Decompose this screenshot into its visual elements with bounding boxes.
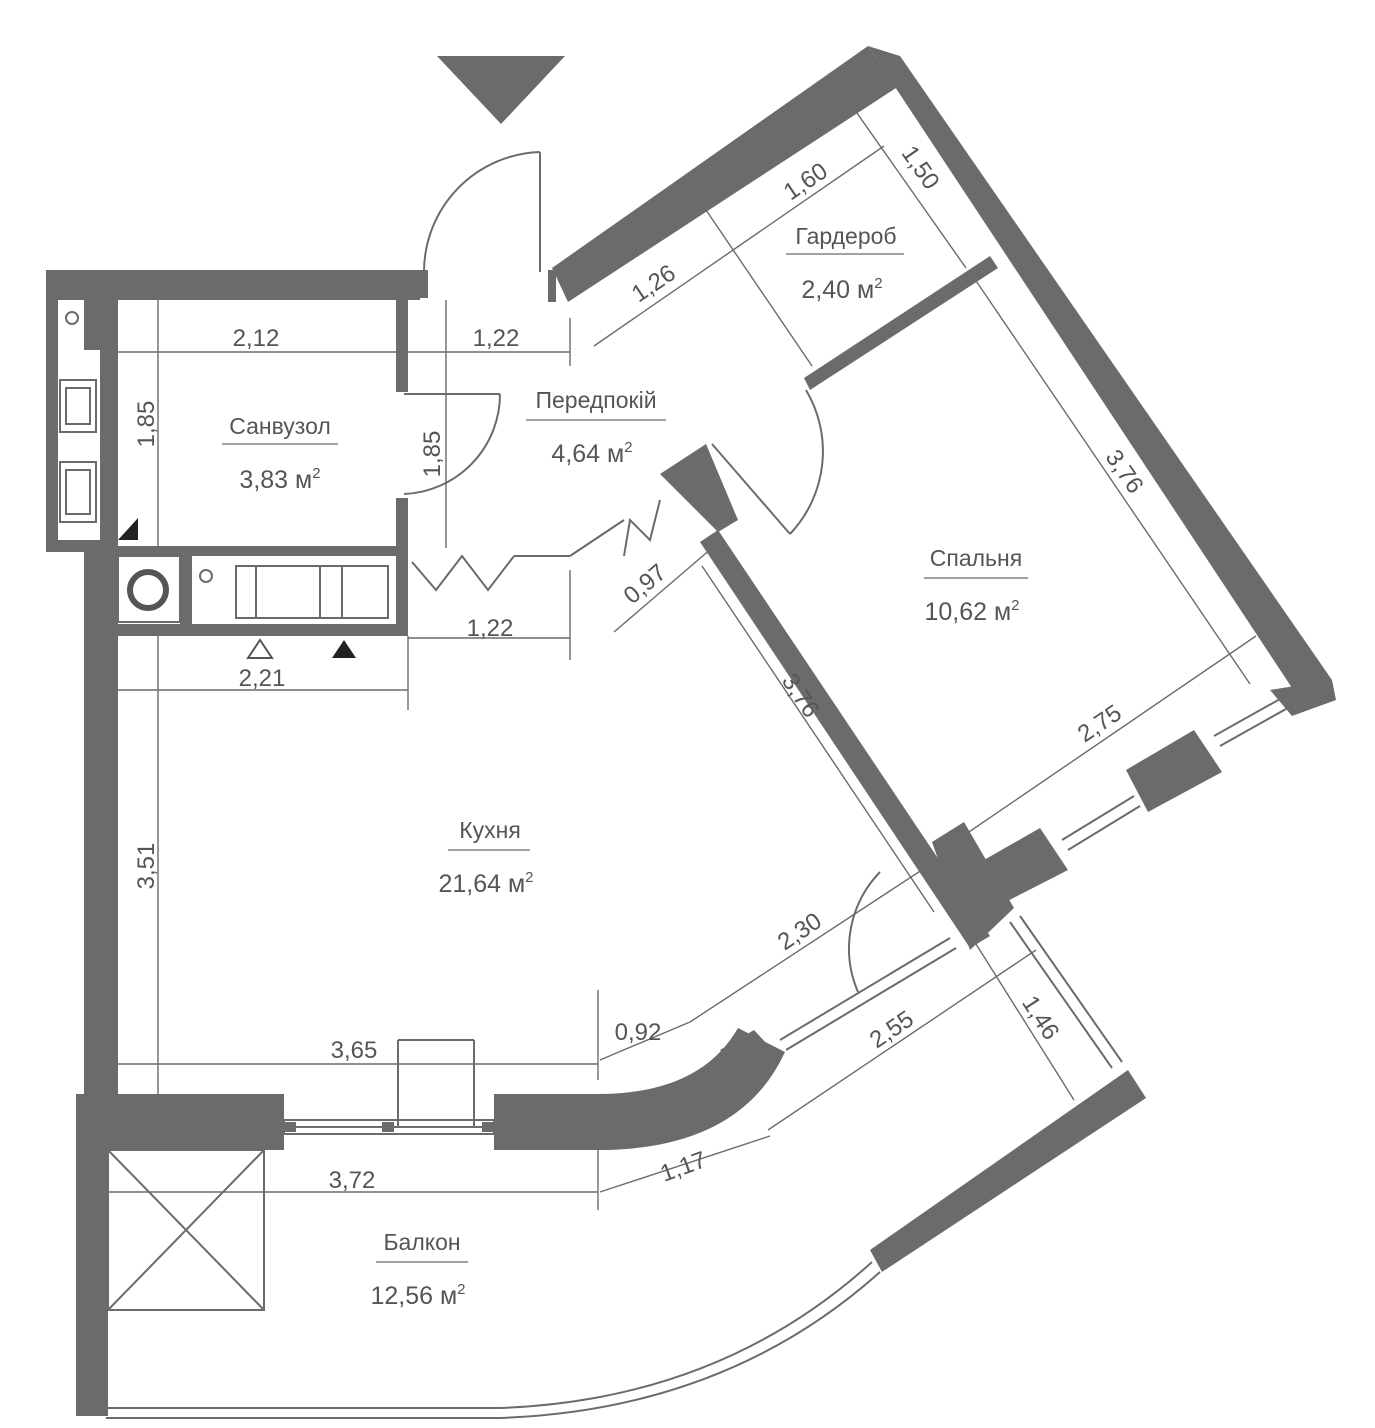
room-wardrobe-unit: м xyxy=(857,276,874,304)
room-wardrobe-name: Гардероб xyxy=(795,223,896,249)
room-balcony-area: 12,56 xyxy=(370,1282,433,1310)
room-bathroom-label: Санвузол 3,83 м2 xyxy=(222,413,338,494)
doors xyxy=(397,151,881,1128)
walls xyxy=(46,46,1336,1416)
room-kitchen-area: 21,64 xyxy=(438,870,501,898)
dim-wardrobe-width: 1,60 xyxy=(779,158,833,207)
room-wardrobe-sup: 2 xyxy=(874,275,882,292)
dim-bedroom-width: 2,75 xyxy=(1073,700,1127,749)
room-hallway-sup: 2 xyxy=(624,439,632,456)
dim-bath-height: 1,85 xyxy=(133,401,160,448)
room-wardrobe-area: 2,40 xyxy=(801,276,850,304)
room-bedroom-name: Спальня xyxy=(930,545,1022,571)
room-bathroom-sup: 2 xyxy=(312,465,320,482)
room-bathroom-area: 3,83 xyxy=(239,466,288,494)
room-hallway-unit: м xyxy=(607,440,624,468)
dim-kitchen-curve: 0,92 xyxy=(615,1019,662,1046)
entrance-marker-icon xyxy=(437,56,565,124)
room-hallway-label: Передпокій 4,64 м2 xyxy=(526,387,666,468)
room-bedroom-sup: 2 xyxy=(1011,597,1019,614)
fixtures xyxy=(59,311,389,1311)
svg-text:3,83 м2: 3,83 м2 xyxy=(239,465,320,494)
room-wardrobe-label: Гардероб 2,40 м2 xyxy=(786,223,904,304)
room-balcony-label: Балкон 12,56 м2 xyxy=(370,1229,468,1310)
room-hallway-name: Передпокій xyxy=(535,387,656,413)
dim-kitchen-bottom: 3,65 xyxy=(331,1037,378,1064)
room-kitchen-unit: м xyxy=(508,870,525,898)
svg-text:10,62 м2: 10,62 м2 xyxy=(924,597,1019,626)
dimension-lines xyxy=(108,105,1257,1210)
room-hallway-area: 4,64 xyxy=(551,440,600,468)
dim-kitchen-top: 2,21 xyxy=(239,665,286,692)
svg-text:12,56 м2: 12,56 м2 xyxy=(370,1281,465,1310)
ventilation-fan-icon xyxy=(127,569,169,611)
riser-filled-icon xyxy=(332,640,356,658)
svg-text:4,64 м2: 4,64 м2 xyxy=(551,439,632,468)
dim-kitchen-window: 2,30 xyxy=(773,908,827,957)
riser-up-icon xyxy=(118,518,138,540)
dim-balcony-depth: 1,46 xyxy=(1016,991,1064,1045)
dim-hall-door: 0,97 xyxy=(619,559,672,610)
room-balcony-name: Балкон xyxy=(383,1229,460,1255)
room-kitchen-sup: 2 xyxy=(525,869,533,886)
svg-text:21,64 м2: 21,64 м2 xyxy=(438,869,533,898)
dim-balcony-length: 3,72 xyxy=(329,1167,376,1194)
riser-outline-icon xyxy=(246,638,274,659)
dim-hall-width-bottom: 1,22 xyxy=(467,615,514,642)
dim-hall-diag: 1,26 xyxy=(627,260,681,309)
room-bedroom-area: 10,62 xyxy=(924,598,987,626)
dim-bath-width: 2,12 xyxy=(233,325,280,352)
room-bathroom-unit: м xyxy=(295,466,312,494)
room-balcony-unit: м xyxy=(440,1282,457,1310)
room-kitchen-name: Кухня xyxy=(459,817,521,843)
windows xyxy=(106,689,1303,1419)
dim-hall-height: 1,85 xyxy=(419,431,446,478)
svg-text:2,40 м2: 2,40 м2 xyxy=(801,275,882,304)
dim-hall-width-top: 1,22 xyxy=(473,325,520,352)
room-bathroom-name: Санвузол xyxy=(229,413,331,439)
dim-kitchen-height: 3,51 xyxy=(133,843,160,890)
room-kitchen-label: Кухня 21,64 м2 xyxy=(438,817,533,898)
room-bedroom-unit: м xyxy=(994,598,1011,626)
room-bedroom-label: Спальня 10,62 м2 xyxy=(924,545,1028,626)
dim-balcony-curve: 1,17 xyxy=(657,1146,710,1187)
room-balcony-sup: 2 xyxy=(457,1281,465,1298)
